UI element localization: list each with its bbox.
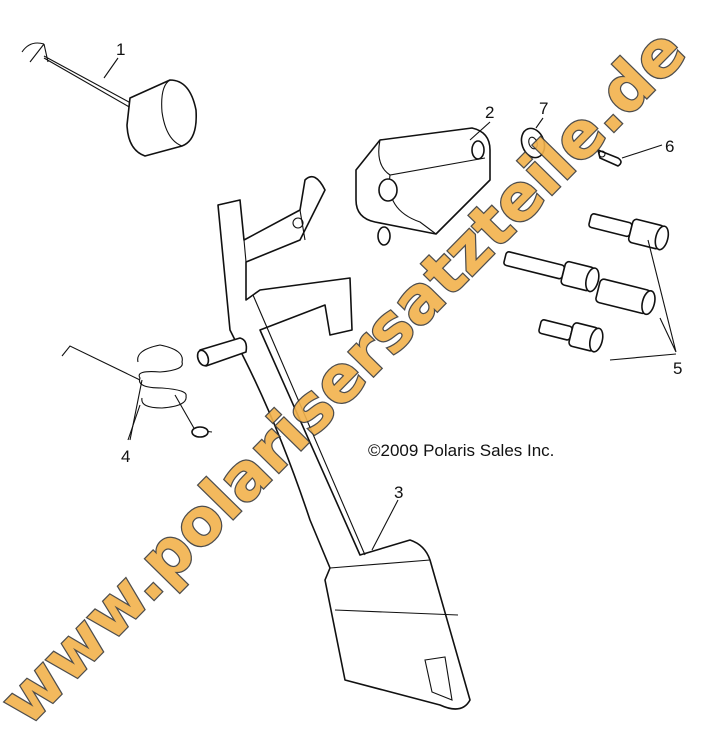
part-2-block: [355, 127, 491, 246]
callout-5: 5: [673, 359, 682, 378]
callout-3: 3: [394, 483, 403, 502]
callout-2: 2: [485, 103, 494, 122]
part-4-spring: [61, 344, 213, 441]
callout-7: 7: [539, 99, 548, 118]
part-6-clip: [597, 149, 622, 167]
callout-4: 4: [121, 447, 130, 466]
callout-6: 6: [665, 137, 674, 156]
part-3-pedal: [217, 175, 471, 710]
pin: [196, 337, 248, 367]
callout-1: 1: [116, 40, 125, 59]
part-7-washer: [520, 127, 546, 159]
part-5-bolts: [503, 213, 677, 361]
leader-lines: [103, 57, 663, 551]
part-1-sensor: [21, 42, 198, 157]
copyright-text: ©2009 Polaris Sales Inc.: [368, 441, 554, 460]
